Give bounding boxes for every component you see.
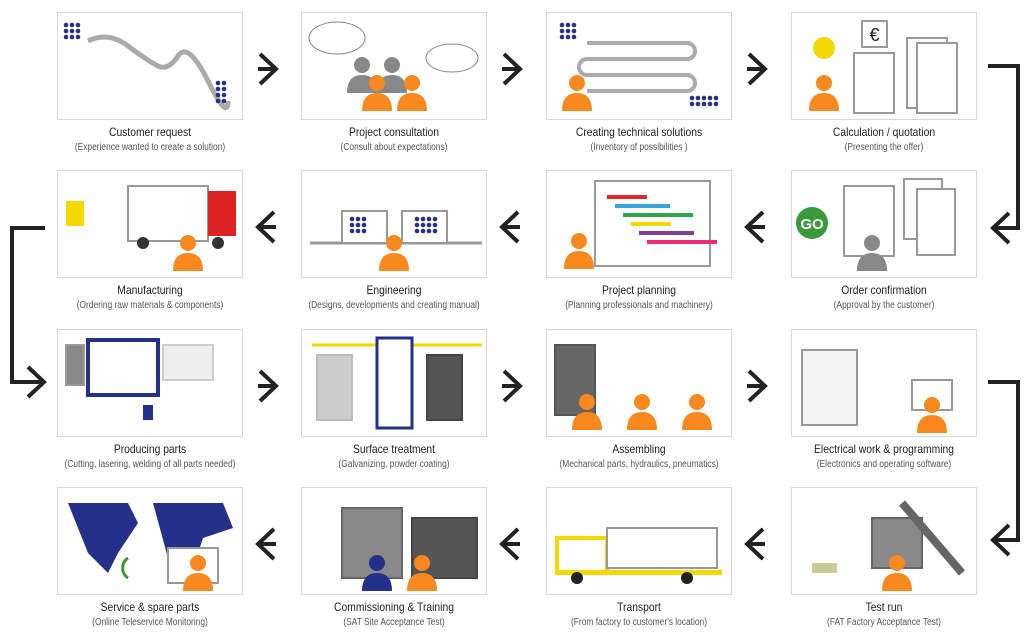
- order-confirmation-illustration-icon: GO: [796, 178, 956, 271]
- step-title: Test run: [865, 600, 903, 614]
- step-label: Service & spare parts (Online Teleservice…: [30, 600, 270, 628]
- step-card-surface-treatment: [301, 329, 487, 437]
- step-card-manufacturing: [57, 170, 243, 278]
- arrow-left-icon: [744, 527, 765, 561]
- arrow-left-icon: [255, 527, 276, 561]
- arrow-right-icon: [502, 52, 523, 86]
- arrow-right-icon: [26, 365, 47, 399]
- surface-treatment-illustration-icon: [312, 336, 482, 430]
- engineering-illustration-icon: [310, 210, 482, 271]
- step-title: Electrical work & programming: [814, 442, 954, 456]
- electrical-work-programming-illustration-icon: [801, 349, 953, 433]
- arrow-right-icon: [747, 52, 768, 86]
- arrow-right-icon: [258, 369, 279, 403]
- step-title: Manufacturing: [117, 283, 183, 297]
- step-title: Producing parts: [113, 442, 187, 456]
- step-label: Assembling (Mechanical parts, hydraulics,…: [519, 442, 759, 470]
- arrow-left-icon: [499, 527, 520, 561]
- step-label: Order confirmation (Approval by the custo…: [764, 283, 1004, 311]
- step-subtitle: (From factory to customer's location): [570, 617, 708, 628]
- project-consultation-illustration-icon: [308, 21, 479, 111]
- step-title: Project consultation: [348, 125, 440, 139]
- arrow-right-icon: [747, 369, 768, 403]
- creating-technical-solutions-illustration-icon: [559, 22, 719, 111]
- step-label: Producing parts (Cutting, lasering, weldi…: [30, 442, 270, 470]
- euro-icon: €: [869, 25, 879, 45]
- step-title: Creating technical solutions: [575, 125, 703, 139]
- step-subtitle: (Online Teleservice Monitoring): [92, 617, 208, 628]
- step-card-test-run: [791, 487, 977, 595]
- step-subtitle: (Mechanical parts, hydraulics, pneumatic…: [559, 459, 719, 470]
- step-subtitle: (Approval by the customer): [833, 300, 935, 311]
- step-label: Customer request (Experience wanted to cr…: [30, 125, 270, 153]
- step-subtitle: (SAT Site Acceptance Test): [343, 617, 445, 628]
- step-label: Manufacturing (Ordering raw materials & c…: [30, 283, 270, 311]
- step-subtitle: (Consult about expectations): [340, 142, 448, 153]
- arrow-left-icon: [990, 211, 1011, 245]
- customer-request-illustration-icon: [63, 22, 231, 111]
- step-title: Calculation / quotation: [832, 125, 936, 139]
- step-card-engineering: [301, 170, 487, 278]
- manufacturing-illustration-icon: [66, 185, 236, 271]
- producing-parts-illustration-icon: [65, 338, 214, 420]
- calculation-quotation-illustration-icon: €: [809, 20, 958, 114]
- step-title: Commissioning & Training: [334, 600, 454, 614]
- step-title: Assembling: [612, 442, 666, 456]
- assembling-illustration-icon: [554, 344, 712, 430]
- step-subtitle: (Planning professionals and machinery): [565, 300, 713, 311]
- step-label: Project planning (Planning professionals …: [519, 283, 759, 311]
- project-planning-illustration-icon: [564, 180, 717, 269]
- step-label: Engineering (Designs, developments and cr…: [274, 283, 514, 311]
- step-subtitle: (Presenting the offer): [844, 142, 924, 153]
- step-subtitle: (Electronics and operating software): [816, 459, 952, 470]
- arrow-left-icon: [255, 210, 276, 244]
- step-card-order-confirmation: GO: [791, 170, 977, 278]
- step-title: Transport: [617, 600, 661, 614]
- step-subtitle: (FAT Factory Acceptance Test): [827, 617, 941, 628]
- step-card-producing-parts: [57, 329, 243, 437]
- step-label: Calculation / quotation (Presenting the o…: [764, 125, 1004, 153]
- step-title: Service & spare parts: [100, 600, 200, 614]
- arrow-right-icon: [502, 369, 523, 403]
- step-title: Customer request: [108, 125, 192, 139]
- step-card-transport: [546, 487, 732, 595]
- step-card-project-planning: [546, 170, 732, 278]
- step-card-calculation-quotation: €: [791, 12, 977, 120]
- step-label: Surface treatment (Galvanizing, powder co…: [274, 442, 514, 470]
- service-spare-parts-illustration-icon: [68, 503, 233, 591]
- step-label: Electrical work & programming (Electronic…: [764, 442, 1004, 470]
- arrow-left-icon: [499, 210, 520, 244]
- arrow-left-icon: [744, 210, 765, 244]
- step-title: Surface treatment: [352, 442, 436, 456]
- step-card-commissioning-training: [301, 487, 487, 595]
- step-subtitle: (Galvanizing, powder coating): [338, 459, 450, 470]
- step-subtitle: (Cutting, lasering, welding of all parts…: [64, 459, 236, 470]
- svg-text:GO: GO: [800, 216, 824, 233]
- step-card-customer-request: [57, 12, 243, 120]
- step-card-project-consultation: [301, 12, 487, 120]
- transport-illustration-icon: [555, 527, 722, 584]
- arrow-right-icon: [258, 52, 279, 86]
- arrow-left-icon: [990, 523, 1011, 557]
- step-label: Test run (FAT Factory Acceptance Test): [764, 600, 1004, 628]
- step-label: Creating technical solutions (Inventory o…: [519, 125, 759, 153]
- test-run-illustration-icon: [812, 500, 966, 591]
- step-subtitle: (Designs, developments and creating manu…: [308, 300, 480, 311]
- step-label: Transport (From factory to customer's loc…: [519, 600, 759, 628]
- step-subtitle: (Ordering raw materials & components): [76, 300, 224, 311]
- step-label: Commissioning & Training (SAT Site Accept…: [274, 600, 514, 628]
- step-subtitle: (Inventory of possibilities ): [590, 142, 688, 153]
- step-card-electrical-work-programming: [791, 329, 977, 437]
- commissioning-training-illustration-icon: [341, 507, 478, 591]
- step-title: Order confirmation: [841, 283, 927, 297]
- step-title: Project planning: [601, 283, 677, 297]
- step-card-service-spare-parts: [57, 487, 243, 595]
- step-label: Project consultation (Consult about expec…: [274, 125, 514, 153]
- step-subtitle: (Experience wanted to create a solution): [74, 142, 226, 153]
- step-title: Engineering: [366, 283, 422, 297]
- step-card-assembling: [546, 329, 732, 437]
- step-card-creating-technical-solutions: [546, 12, 732, 120]
- connector: [10, 226, 45, 384]
